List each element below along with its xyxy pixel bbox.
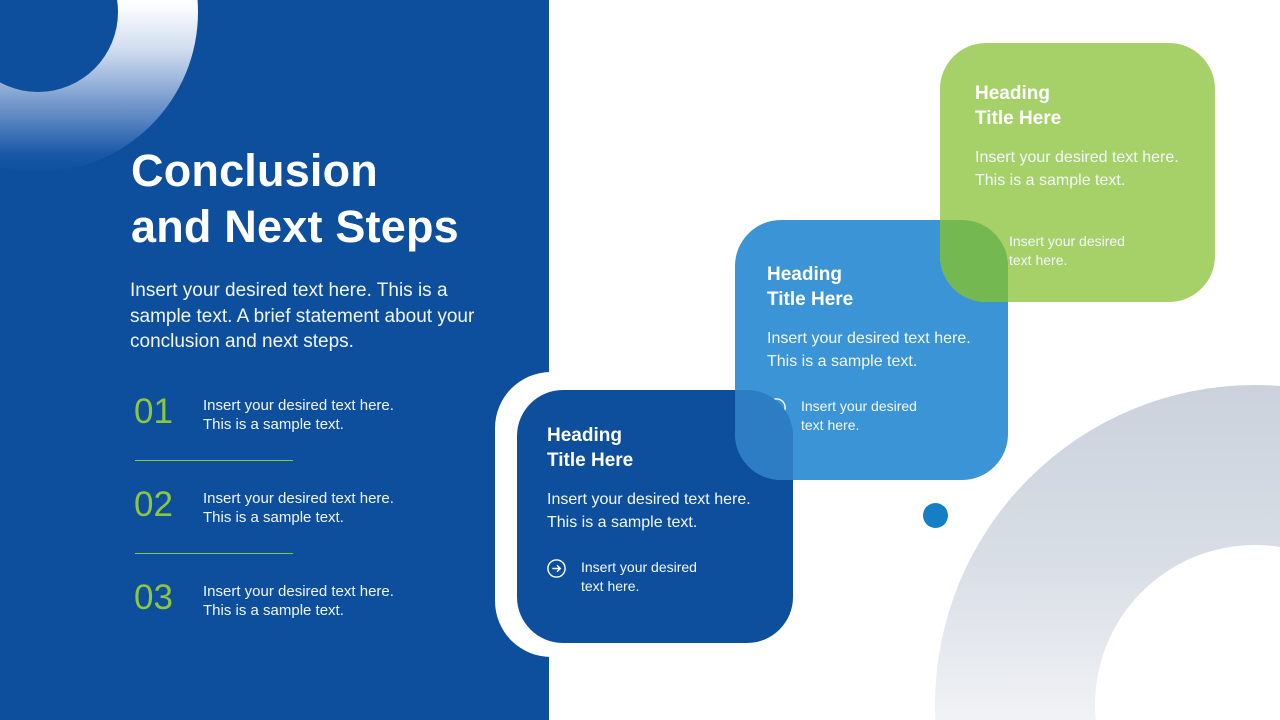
card-bullet-text: Insert your desired text here. — [801, 398, 917, 433]
card-heading: Heading Title Here — [767, 262, 978, 312]
card-bullet-row: Insert your desired text here. — [767, 397, 978, 435]
card-bullet-text: Insert your desired text here. — [1009, 233, 1125, 268]
step-text: Insert your desired text here. This is a… — [203, 490, 394, 526]
card-body-text: Insert your desired text here. This is a… — [767, 330, 971, 370]
circle-right-arrow-icon — [547, 559, 566, 578]
accent-dot — [923, 503, 948, 528]
card-heading-line1: Heading — [547, 425, 622, 446]
step-number: 02 — [134, 485, 173, 524]
page-title-line1: Conclusion — [131, 145, 378, 196]
step-number: 03 — [134, 578, 173, 617]
card-body-text: Insert your desired text here. This is a… — [975, 149, 1179, 189]
divider — [135, 553, 293, 554]
left-panel — [0, 0, 549, 720]
step-text: Insert your desired text here. This is a… — [203, 397, 394, 433]
list-item: 03 Insert your desired text here. This i… — [134, 578, 424, 620]
page-description: Insert your desired text here. This is a… — [130, 280, 475, 352]
card-heading-line2: Title Here — [975, 108, 1062, 129]
step-text: Insert your desired text here. This is a… — [203, 583, 394, 619]
card-heading: Heading Title Here — [975, 81, 1185, 131]
card-heading-line1: Heading — [975, 83, 1050, 104]
divider — [135, 460, 293, 461]
list-item: 02 Insert your desired text here. This i… — [134, 485, 424, 527]
card-bullet-row: Insert your desired text here. — [547, 558, 763, 596]
steps-list: 01 Insert your desired text here. This i… — [134, 392, 424, 620]
card-heading: Heading Title Here — [547, 423, 763, 473]
list-item: 01 Insert your desired text here. This i… — [134, 392, 424, 434]
page-title-line2: and Next Steps — [131, 201, 459, 252]
card-bullet-row: Insert your desired text here. — [975, 232, 1185, 270]
step-number: 01 — [134, 392, 173, 431]
card-heading-line1: Heading — [767, 264, 842, 285]
card-heading-line2: Title Here — [767, 289, 854, 310]
card-bullet-text: Insert your desired text here. — [581, 559, 697, 594]
card-body-text: Insert your desired text here. This is a… — [547, 491, 751, 531]
page-title: Conclusion and Next Steps — [131, 143, 459, 255]
card-heading-line2: Title Here — [547, 450, 634, 471]
